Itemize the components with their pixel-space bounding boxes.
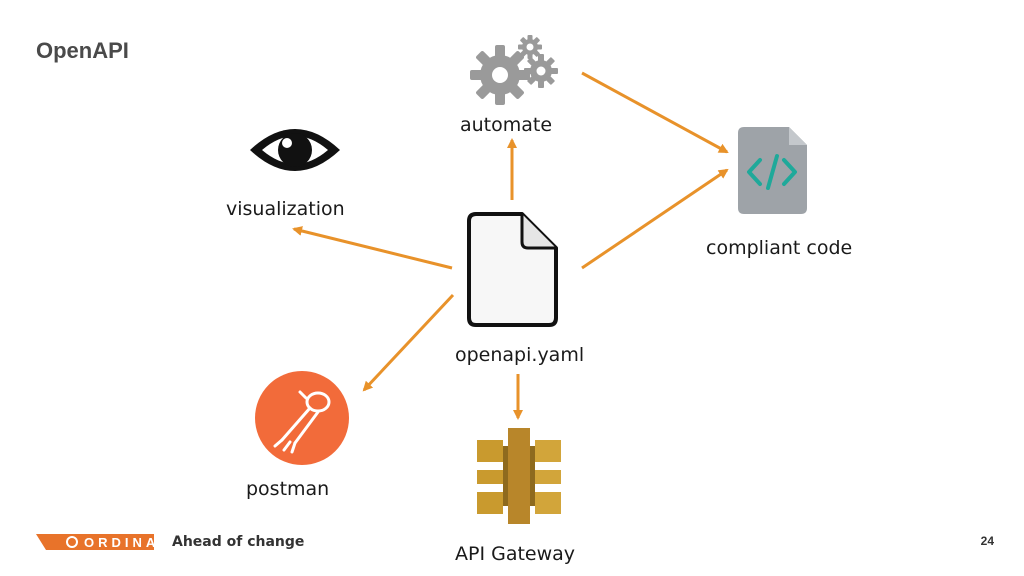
arrow-to-compliant-code xyxy=(581,168,729,270)
postman-label: postman xyxy=(246,478,330,500)
document-icon xyxy=(467,212,558,327)
code-file-icon xyxy=(738,127,807,214)
arrow-to-postman xyxy=(362,293,455,392)
page-title: OpenAPI xyxy=(36,38,129,63)
ordina-logo: ORDINA xyxy=(36,534,159,550)
visualization-label: visualization xyxy=(226,198,345,220)
api-gateway-icon xyxy=(477,428,561,524)
compliant-code-label: compliant code xyxy=(706,237,853,259)
tagline: Ahead of change xyxy=(172,534,305,550)
gears-icon xyxy=(470,35,558,105)
openapi-yaml-label: openapi.yaml xyxy=(455,344,585,366)
api-gateway-label: API Gateway xyxy=(455,543,576,565)
eye-icon xyxy=(250,129,340,171)
page-number: 24 xyxy=(980,534,994,548)
arrow-to-visualization xyxy=(292,226,453,270)
automate-label: automate xyxy=(460,114,553,136)
postman-icon xyxy=(255,371,349,465)
arrow-automate-to-compliant-code xyxy=(581,71,729,154)
ordina-wordmark: ORDINA xyxy=(84,535,159,550)
